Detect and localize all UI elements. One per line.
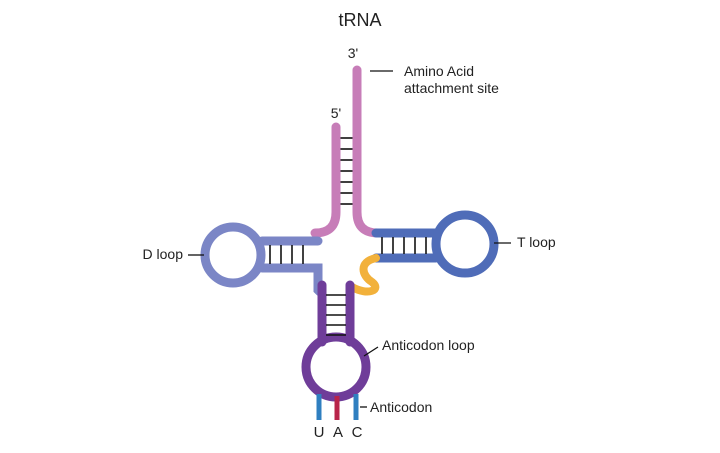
anticodon-arm-base-pairs [326,294,346,336]
t-loop [431,210,499,278]
base-a-label: A [333,424,343,441]
anticodon-loop [301,332,371,402]
five-prime-strand [310,122,341,238]
d-loop-label: D loop [143,246,184,262]
base-c-label: C [352,424,363,441]
d-arm-base-pairs [269,245,304,264]
three-prime-label: 3' [348,45,358,61]
d-arm-bottom-strand [257,263,325,297]
anticodon-loop-leader [363,346,379,357]
anticodon-arm [301,280,371,402]
base-u-label: U [314,424,325,441]
three-prime-strand [352,65,383,238]
five-prime-label: 5' [331,105,341,121]
variable-loop [348,254,380,296]
anticodon-loop-label: Anticodon loop [382,337,475,353]
amino-acid-label-line2: attachment site [404,80,499,96]
anticodon-label: Anticodon [370,399,432,415]
leader-lines [188,70,511,408]
t-arm-base-pairs [381,237,427,254]
acceptor-stem [310,65,383,238]
t-loop-label: T loop [517,234,556,250]
t-arm [371,210,499,278]
anticodon-bases [316,394,359,420]
amino-acid-label-line1: Amino Acid [404,63,474,79]
acceptor-stem-base-pairs [340,137,353,205]
diagram-title: tRNA [338,10,381,30]
d-loop [200,222,266,288]
